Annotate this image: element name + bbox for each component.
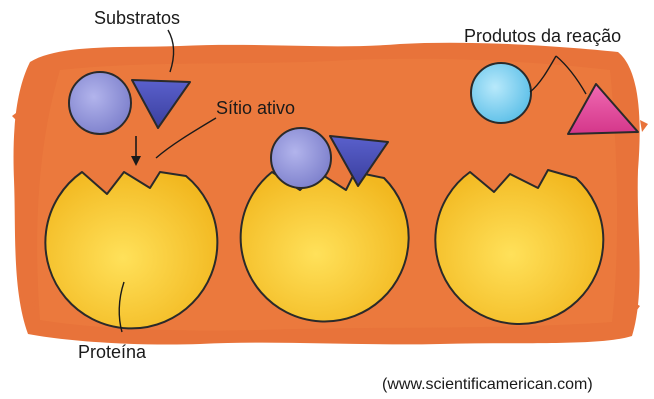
protein-1 xyxy=(45,172,217,328)
protein-label: Proteína xyxy=(78,342,147,362)
product-circle xyxy=(471,63,531,123)
source-credit: (www.scientificamerican.com) xyxy=(382,376,593,393)
substrates-label: Substratos xyxy=(94,8,180,28)
bound-substrate-circle xyxy=(271,128,331,188)
active-site-label: Sítio ativo xyxy=(216,98,295,118)
protein-3 xyxy=(435,170,603,324)
substrate-circle xyxy=(69,72,131,134)
products-label: Produtos da reação xyxy=(464,26,621,46)
